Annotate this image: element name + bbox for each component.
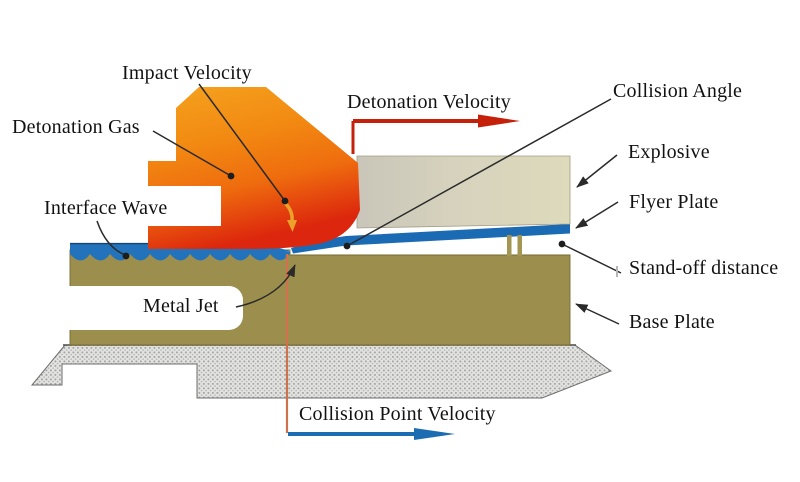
label-collision-point-velocity: Collision Point Velocity (299, 403, 496, 425)
leader-dot-standoff (558, 240, 566, 248)
leader-interface-wave (96, 220, 126, 256)
anvil-shape (30, 344, 613, 399)
metal-jet-label-box (40, 286, 243, 330)
detonation-gas-plume (148, 87, 360, 249)
standoff-post (507, 235, 512, 256)
standoff-post (517, 235, 522, 256)
label-base-plate: Base Plate (629, 311, 715, 333)
impact-velocity-arrow (283, 201, 297, 232)
label-flyer-plate: Flyer Plate (629, 191, 719, 213)
leader-flyer-plate (575, 201, 619, 229)
collision-point-velocity-arrow (288, 428, 455, 440)
leader-dot-impact (281, 197, 289, 205)
flyer-plate-shape (291, 224, 570, 254)
leader-base-plate (575, 303, 620, 325)
leader-explosive (576, 154, 618, 188)
explosive-shape (356, 155, 571, 229)
detonation-velocity-arrow (351, 114, 520, 154)
label-detonation-gas: Detonation Gas (12, 116, 140, 138)
leader-dot-gas (227, 172, 235, 180)
label-interface-wave: Interface Wave (44, 197, 168, 219)
leader-dot-collision-angle (343, 242, 351, 250)
label-standoff-distance: Stand-off distance (629, 257, 779, 279)
label-impact-velocity: Impact Velocity (122, 62, 252, 84)
label-detonation-velocity: Detonation Velocity (347, 91, 511, 113)
leader-metal-jet (235, 264, 296, 308)
leader-standoff-distance (561, 243, 622, 274)
label-metal-jet: Metal Jet (143, 295, 219, 317)
leader-collision-angle (346, 98, 612, 247)
leader-impact-velocity (198, 83, 286, 202)
label-explosive: Explosive (628, 141, 710, 163)
leader-dot-wave (122, 252, 130, 260)
leader-detonation-gas (152, 130, 232, 177)
label-collision-angle: Collision Angle (613, 80, 743, 102)
